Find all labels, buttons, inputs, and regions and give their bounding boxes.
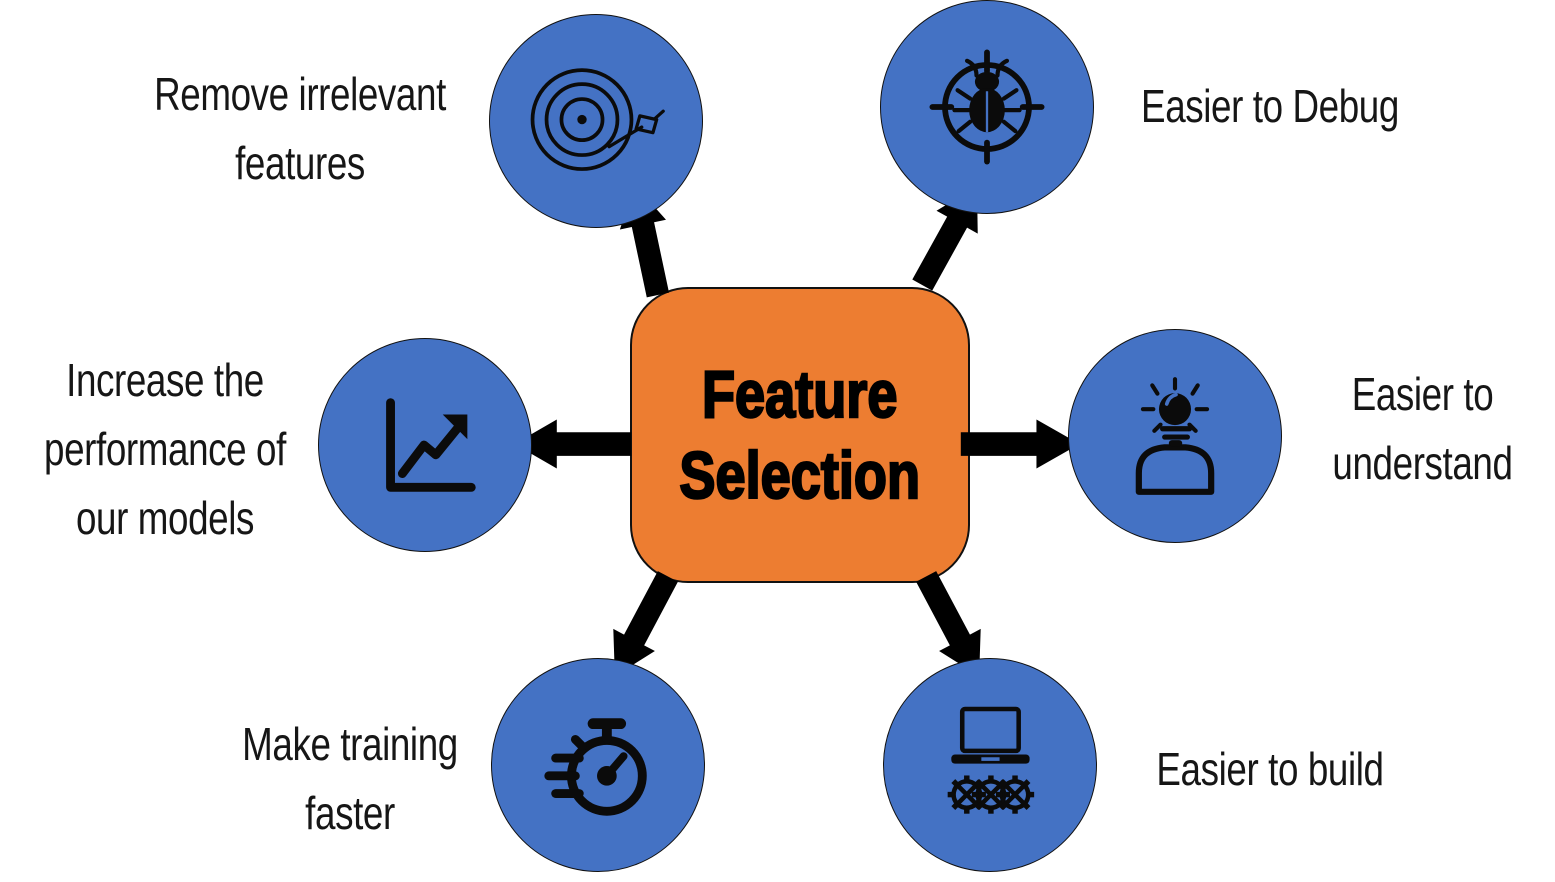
node-easier-build	[883, 658, 1097, 872]
diagram-title: Feature Selection	[679, 356, 922, 513]
label-remove-features: Remove irrelevant features	[154, 68, 446, 189]
node-training-faster	[491, 658, 705, 872]
person-idea-icon	[1135, 377, 1215, 495]
target-dart-icon	[530, 68, 665, 171]
label-easier-debug: Easier to Debug	[1141, 80, 1399, 132]
growth-chart-icon	[386, 398, 476, 492]
node-easier-debug	[880, 0, 1094, 214]
label-easier-build: Easier to build	[1156, 743, 1384, 795]
stopwatch-icon	[544, 718, 647, 816]
label-understand: Easier to understand	[1332, 368, 1513, 489]
arrow-right	[960, 417, 1082, 471]
node-understand	[1068, 329, 1282, 543]
feature-selection-box: Feature Selection	[630, 287, 970, 583]
node-performance	[318, 338, 532, 552]
bug-crosshair-icon	[929, 49, 1045, 165]
label-performance: Increase the performance of our models	[44, 354, 286, 544]
label-training-faster: Make training faster	[242, 718, 458, 839]
laptop-gears-icon	[924, 706, 1056, 827]
node-remove-features	[489, 14, 703, 228]
